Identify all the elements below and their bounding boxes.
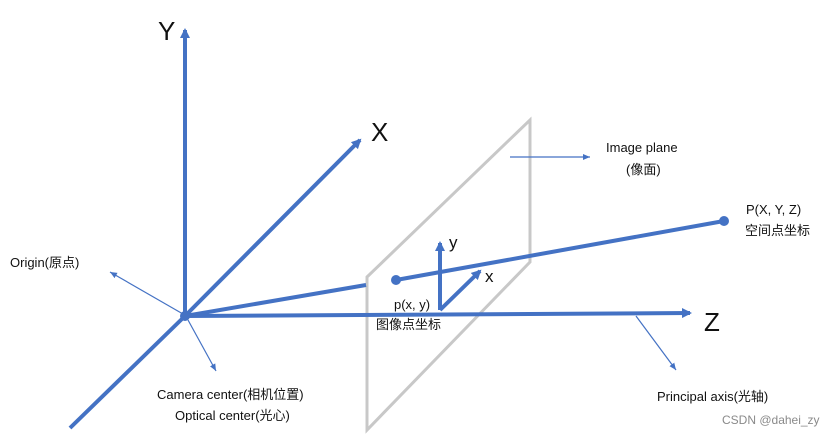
space-point-label-zh: 空间点坐标 <box>745 223 810 238</box>
image-y-label: y <box>449 233 458 252</box>
space-point-label: P(X, Y, Z) <box>746 202 801 217</box>
image-point-p <box>391 275 401 285</box>
image-plane-label: Image plane <box>606 140 678 155</box>
image-plane-label-zh: (像面) <box>626 162 661 177</box>
camera-center-pointer-arrow <box>187 319 217 372</box>
world-y-label: Y <box>158 16 175 46</box>
projection-ray-back <box>395 219 725 282</box>
image-x-label: x <box>485 267 494 286</box>
image-x-axis <box>438 269 482 312</box>
principal-axis-label: Principal axis(光轴) <box>657 389 768 404</box>
world-x-axis <box>183 138 362 318</box>
origin-pointer-arrow <box>109 271 184 315</box>
camera-center-label: Camera center(相机位置) <box>157 387 304 402</box>
principal-axis-pointer-arrow <box>635 315 677 371</box>
projection-ray-front <box>184 283 367 318</box>
optical-center-label: Optical center(光心) <box>175 408 290 423</box>
image-point-label: p(x, y) <box>394 297 430 312</box>
world-z-label: Z <box>704 307 720 337</box>
watermark-text: CSDN @dahei_zy <box>722 413 820 427</box>
world-x-axis-extension <box>68 314 187 430</box>
space-point-P <box>719 216 729 226</box>
world-x-label: X <box>371 117 388 147</box>
image-plane <box>365 116 532 434</box>
origin-label: Origin(原点) <box>10 255 79 270</box>
world-z-axis <box>184 308 692 319</box>
image-point-label-zh: 图像点坐标 <box>376 317 441 332</box>
